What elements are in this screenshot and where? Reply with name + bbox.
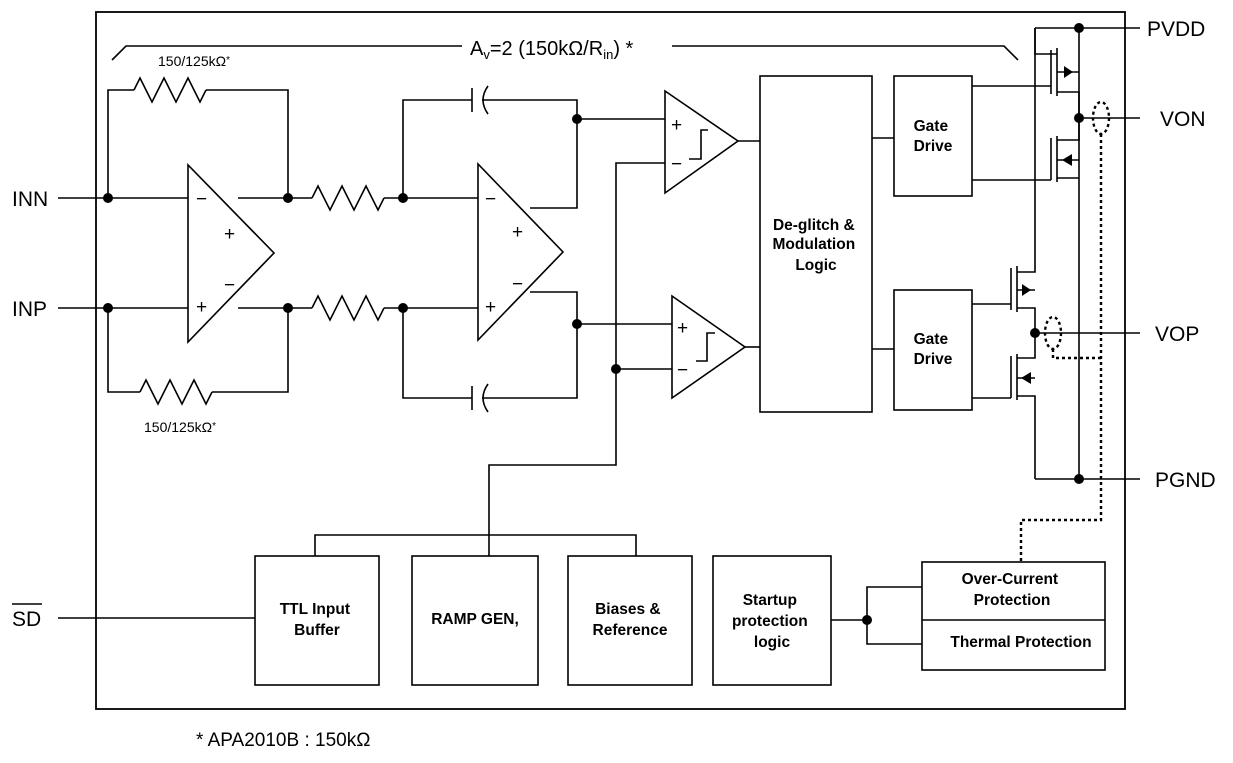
startup-line1: Startup [743,592,797,609]
svg-text:De-glitch & Modulation: De-glitch & Modulation Logic [773,217,860,274]
ramp-gen-label: RAMP GEN, [431,611,519,628]
deglitch-modulation-block [759,75,873,413]
comparator-bottom-step-icon [696,332,715,362]
svg-text:Gate Drive: Gate Drive [914,118,953,155]
protection-block [921,561,1106,671]
thermal-protection-label: Thermal Protection [950,634,1091,651]
output-stage-wiring [972,27,1140,480]
svg-text:TTL Input Buffer: TTL Input Buffer [280,601,355,639]
pin-inn: INN [12,188,48,211]
deglitch-line2: Modulation [773,236,856,253]
opamp-stage2 [477,162,565,342]
pin-pvdd: PVDD [1147,18,1205,41]
biases-reference-block [567,555,693,686]
opamp-stage1 [187,163,276,344]
biases-line2: Reference [593,622,668,639]
biases-line1: Biases & [595,601,660,618]
over-current-line1: Over-Current [962,571,1058,588]
ttl-input-buffer-block [254,555,380,686]
chip-boundary [95,11,1126,710]
gate-drive-wiring [872,137,894,350]
pin-von: VON [1160,108,1206,131]
opamp1-out-minus-sign: − [224,275,235,296]
startup-protection-block [712,555,832,686]
pin-vop: VOP [1155,323,1199,346]
feedback-resistor-bottom-label: 150/125kΩ* [144,419,216,435]
comp-bot-minus-sign: − [677,360,688,381]
gain-label-suffix: ) * [613,38,633,60]
opamp2-out-plus-sign: + [512,222,523,243]
startup-line2: protection [732,613,808,630]
pin-inp: INP [12,298,47,321]
opamp1-noninv-sign: + [196,297,207,318]
gate-drive-top-block [893,75,973,197]
ttl-line2: Buffer [294,622,340,639]
gain-label-sub-v: v [483,47,490,62]
gain-label: Av=2 (150kΩ/Rin) * [470,38,634,62]
svg-text:Over-Current Protection: Over-Current Protection [962,571,1063,609]
deglitch-line1: De-glitch & [773,217,855,234]
opamp2-inv-sign: − [485,189,496,210]
deglitch-line3: Logic [795,257,837,274]
comp-top-plus-sign: + [671,115,682,136]
ramp-gen-block [411,555,539,686]
pin-pgnd: PGND [1155,469,1216,492]
gain-label-middle: =2 (150kΩ/R [490,38,603,60]
gain-bracket [111,45,1019,61]
svg-text:Gate Drive: Gate Drive [914,331,953,368]
gate-drive-bottom-line2: Drive [914,351,953,368]
comp-bot-plus-sign: + [677,318,688,339]
current-sense-path [1019,134,1103,562]
gate-drive-top-line1: Gate [914,118,949,135]
current-sense-vop-path [1051,349,1101,360]
feedback-resistor-top-label: 150/125kΩ* [158,53,230,69]
startup-line3: logic [754,634,791,651]
comparator-bottom [671,294,747,400]
svg-text:Startup protection log: Startup protection logic [732,592,812,651]
gate-drive-bottom-block [893,289,973,411]
gate-drive-top-line2: Drive [914,138,953,155]
pin-sd: SD [12,608,41,631]
comparator-top-step-icon [689,129,708,160]
opamp2-out-minus-sign: − [512,274,523,295]
opamp1-inv-sign: − [196,189,207,210]
protection-wiring [831,586,922,645]
gate-drive-bottom-line1: Gate [914,331,949,348]
opamp1-out-plus-sign: + [224,224,235,245]
comp-top-minus-sign: − [671,154,682,175]
opamp2-noninv-sign: + [485,297,496,318]
footnote: * APA2010B : 150kΩ [196,730,370,751]
gain-label-sub-in: in [603,47,613,62]
ttl-line1: TTL Input [280,601,350,618]
junction-dots [103,23,1084,625]
svg-text:Biases & Reference: Biases & Reference [593,601,668,639]
input-wiring [58,76,760,619]
gain-label-prefix: A [470,38,484,60]
over-current-line2: Protection [974,592,1051,609]
